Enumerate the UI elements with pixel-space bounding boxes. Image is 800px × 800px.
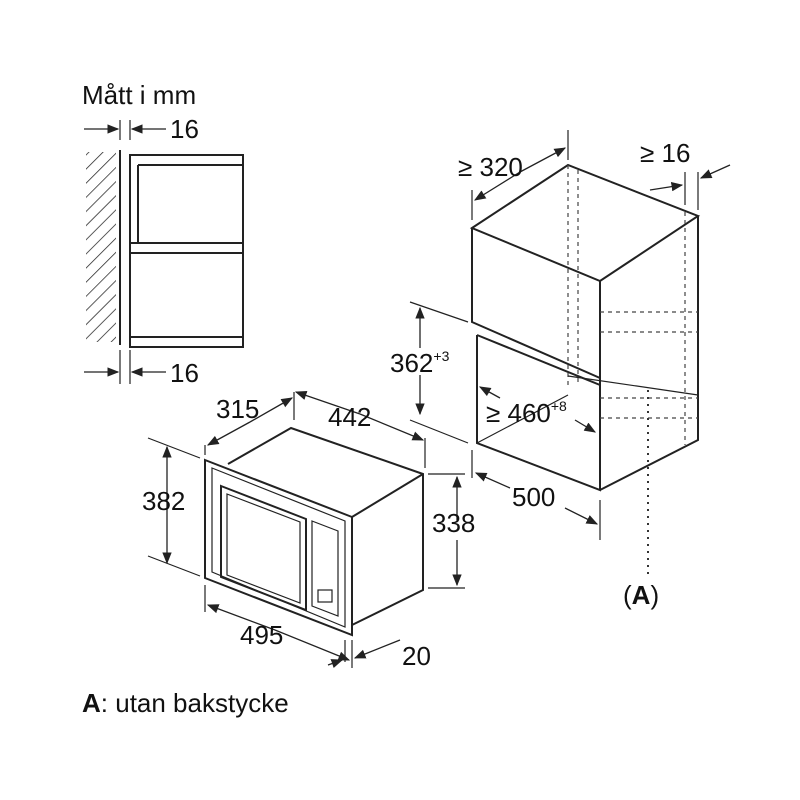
wall-hatch	[86, 152, 116, 342]
microwave-door	[220, 484, 307, 612]
microwave-drawing: 315 442 382 338 495 20	[142, 390, 475, 671]
opening-width-value: ≥ 460	[486, 398, 551, 428]
side-view: 16 16	[84, 114, 244, 388]
microwave-front-frame	[204, 458, 353, 637]
footnote-key: A	[82, 688, 101, 718]
cabinet-opening-height-group: 362+3	[390, 348, 450, 378]
microwave-frame-depth-label: 20	[402, 641, 431, 671]
microwave-height-body-label: 338	[432, 508, 475, 538]
opening-height-value: 362	[390, 348, 433, 378]
cabinet-top	[469, 163, 701, 283]
microwave-width-front-label: 495	[240, 620, 283, 650]
control-button	[317, 589, 333, 603]
microwave-width-top-label: 442	[328, 402, 371, 432]
footnote-text: : utan bakstycke	[101, 688, 289, 718]
control-panel	[311, 520, 339, 617]
cabinet-drawing: (A) ≥ 320 ≥ 16 362+3 ≥ 460+8 500	[390, 130, 731, 610]
cabinet-opening-width-group: ≥ 460+8	[486, 398, 567, 428]
side-bottom-gap-label: 16	[170, 358, 199, 388]
microwave-height-front-label: 382	[142, 486, 185, 516]
marker-a-letter: A	[632, 580, 651, 610]
cabinet-depth-label: 500	[512, 482, 555, 512]
side-cabinet	[129, 154, 244, 348]
units-title: Mått i mm	[82, 80, 196, 110]
cabinet-marker-a: (A)	[623, 580, 659, 610]
side-top-gap-label: 16	[170, 114, 199, 144]
microwave-depth-label: 315	[216, 394, 259, 424]
cabinet-side-gap-label: ≥ 16	[640, 138, 690, 168]
footnote: A: utan bakstycke	[82, 688, 289, 718]
cabinet-depth-min-label: ≥ 320	[458, 152, 523, 182]
opening-height-tolerance: +3	[433, 348, 449, 364]
opening-width-tolerance: +8	[551, 398, 567, 414]
